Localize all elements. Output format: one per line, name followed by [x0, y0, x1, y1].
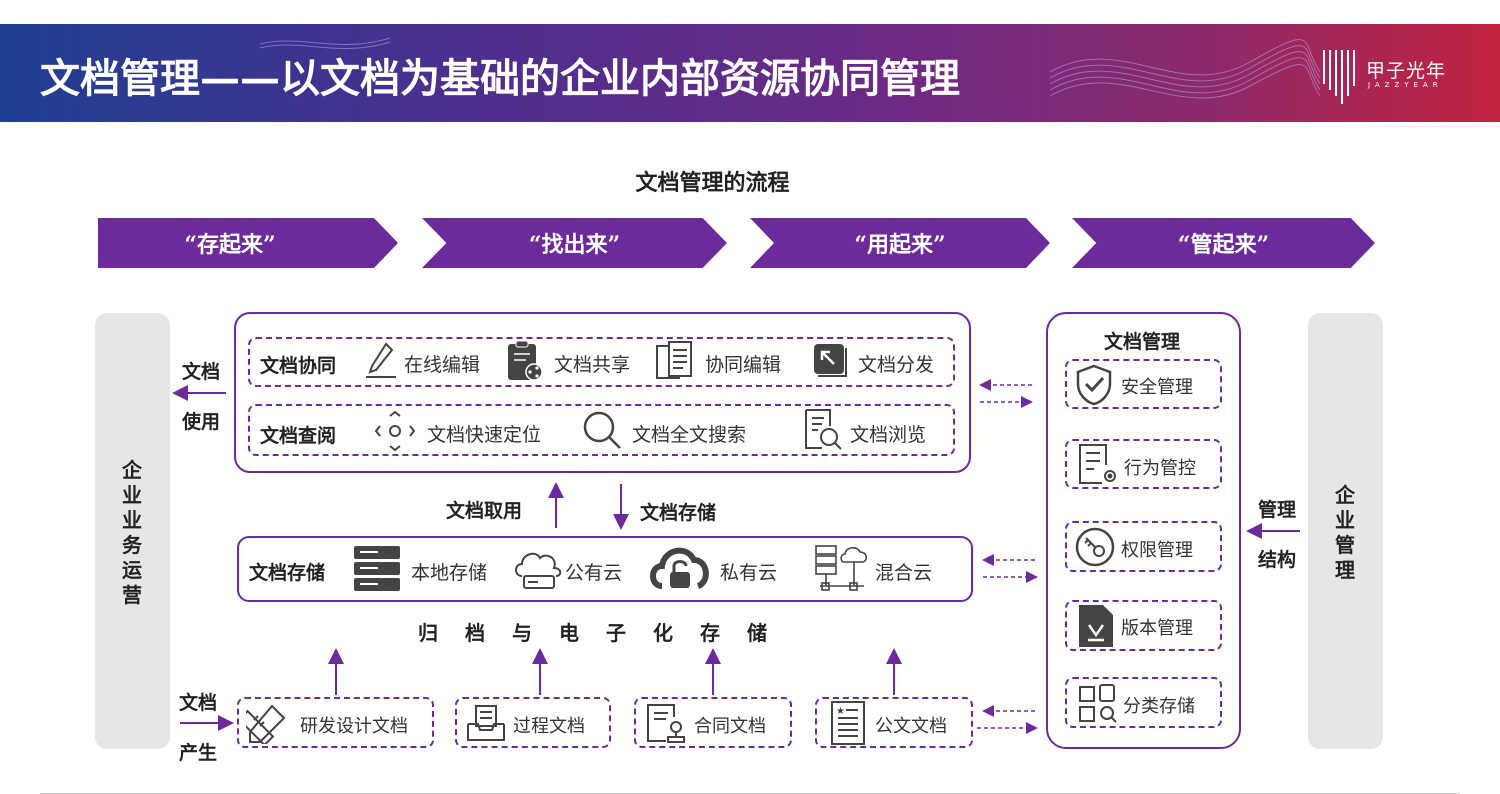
review-item-browse: 文档浏览 [850, 424, 927, 446]
stage-manage: “管起来” [1072, 218, 1375, 268]
doc-produce-label-2: 产生 [179, 742, 218, 764]
logo-text: 甲子光年 [1366, 60, 1447, 82]
source-official-label: 公文文档 [875, 716, 947, 737]
storage-title: 文档存储 [249, 562, 326, 584]
doc-use-container [234, 312, 971, 473]
business-operations-panel: 企业业 务运营 [95, 313, 170, 749]
enterprise-management-label: 企业 管理 [1335, 483, 1355, 582]
mgmt-security-label: 安全管理 [1121, 377, 1193, 398]
mgmt-item-category [1065, 677, 1222, 728]
mgmt-structure-label: 管理 [1258, 499, 1297, 521]
page-title: 文档管理——以文档为基础的企业内部资源协同管理 [40, 55, 960, 102]
pen-icon [366, 342, 396, 378]
behavior-control-icon [1079, 444, 1116, 484]
stage-label: “管起来” [1177, 232, 1270, 258]
category-icon [1079, 684, 1117, 723]
mgmt-version-label: 版本管理 [1121, 618, 1193, 639]
stage-label: “找出来” [528, 232, 621, 258]
stage-find: “找出来” [422, 218, 727, 268]
source-contract-label: 合同文档 [694, 716, 766, 737]
collaboration-row [248, 337, 955, 387]
source-design-docs [237, 697, 434, 748]
source-process-label: 过程文档 [513, 716, 585, 737]
doc-store-label: 文档存储 [640, 502, 717, 524]
locate-icon [374, 410, 416, 452]
version-icon [1079, 605, 1113, 647]
collab-item-co-edit: 协同编辑 [705, 354, 782, 376]
shield-icon [1076, 364, 1112, 406]
source-design-label: 研发设计文档 [300, 716, 408, 737]
archive-label: 归档与电子化存储 [418, 621, 794, 645]
inbox-doc-icon [467, 705, 505, 741]
collab-item-distribute: 文档分发 [858, 354, 935, 376]
management-title: 文档管理 [1104, 331, 1181, 353]
storage-item-hybrid-cloud: 混合云 [875, 562, 933, 584]
logo-subtext: JAZZYEAR [1368, 81, 1443, 89]
review-item-locate: 文档快速定位 [427, 424, 542, 446]
source-official-docs [815, 697, 973, 748]
header-banner [0, 24, 1500, 122]
storage-item-public-cloud: 公有云 [565, 562, 623, 584]
mgmt-behavior-label: 行为管控 [1124, 458, 1196, 479]
doc-produce-label: 文档 [179, 692, 218, 714]
enterprise-management-panel: 企业 管理 [1308, 313, 1383, 749]
distribute-icon [814, 344, 847, 377]
collaboration-title: 文档协同 [260, 355, 337, 377]
wave-decoration [259, 37, 1321, 99]
source-contract-docs [634, 697, 792, 748]
review-row [248, 404, 955, 456]
public-cloud-icon [515, 552, 562, 589]
doc-use-label: 文档 [182, 361, 221, 383]
private-cloud-icon [650, 547, 709, 589]
source-process-docs [455, 697, 611, 748]
svg-text:★: ★ [836, 706, 845, 717]
hybrid-cloud-icon [815, 545, 868, 591]
collab-item-online-edit: 在线编辑 [404, 354, 481, 376]
official-doc-icon: ★ [831, 701, 865, 745]
doc-retrieve-label: 文档取用 [446, 500, 523, 522]
doc-use-label-2: 使用 [182, 411, 221, 433]
mgmt-item-version [1065, 600, 1222, 651]
design-tools-icon [246, 704, 286, 744]
mgmt-item-security [1065, 359, 1222, 409]
key-icon [1075, 527, 1115, 567]
storage-item-private-cloud: 私有云 [720, 562, 778, 584]
server-icon [354, 546, 400, 591]
contract-icon [647, 704, 685, 743]
mgmt-structure-label-2: 结构 [1258, 549, 1297, 571]
search-icon [583, 411, 621, 449]
share-doc-icon [508, 340, 543, 381]
browse-doc-icon [805, 409, 842, 450]
review-title: 文档查阅 [260, 425, 337, 447]
storage-container [237, 536, 973, 602]
stage-label: “存起来” [184, 232, 276, 258]
business-operations-label: 企业业 务运营 [122, 458, 142, 607]
diagram-title: 文档管理的流程 [635, 170, 790, 196]
mgmt-item-permission [1065, 521, 1222, 572]
collab-item-doc-share: 文档共享 [554, 354, 631, 376]
management-container [1046, 312, 1241, 749]
mgmt-category-label: 分类存储 [1123, 696, 1195, 717]
collab-edit-icon [656, 341, 692, 379]
stage-label: “用起来” [854, 232, 946, 258]
stage-use: “用起来” [750, 218, 1050, 268]
mgmt-item-behavior [1065, 439, 1222, 489]
review-item-search: 文档全文搜索 [632, 424, 747, 446]
storage-item-local: 本地存储 [411, 562, 488, 584]
mgmt-permission-label: 权限管理 [1121, 540, 1193, 561]
jazzyear-logo-icon [1323, 50, 1355, 104]
stage-store: “存起来” [98, 218, 398, 268]
